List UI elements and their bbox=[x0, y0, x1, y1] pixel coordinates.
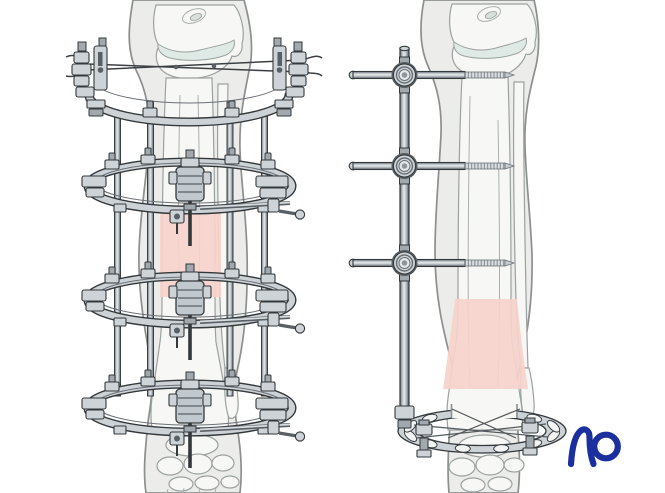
tibial-plateau-cartilage bbox=[157, 39, 235, 61]
ao-logo-letter-o bbox=[591, 431, 621, 462]
wire-tower-left bbox=[71, 37, 108, 117]
tibial-plateau-cartilage bbox=[453, 37, 527, 59]
pin-clamp-3 bbox=[391, 244, 418, 282]
schanz-screw-1 bbox=[348, 70, 516, 80]
foot-ring bbox=[397, 404, 567, 458]
figure-unilateral-fixator bbox=[348, 0, 567, 493]
ao-logo-letter-a bbox=[567, 426, 597, 468]
fracture-zone-highlight bbox=[443, 299, 528, 389]
tensioned-wires bbox=[65, 54, 323, 78]
intercondylar-notch bbox=[477, 6, 501, 22]
fixator-rod bbox=[394, 45, 415, 429]
schanz-screw-3 bbox=[348, 258, 516, 268]
ao-logo bbox=[567, 426, 621, 468]
pin-clamp-1 bbox=[391, 56, 418, 94]
foot-ring-bolt-right bbox=[521, 417, 539, 456]
wire-tower-right bbox=[272, 37, 309, 117]
schanz-screw-2 bbox=[348, 161, 516, 171]
pin-clamp-2 bbox=[391, 147, 418, 185]
figure-circular-fixator bbox=[65, 0, 323, 493]
foot-ring-bolt-left bbox=[415, 419, 433, 458]
pin-clamps bbox=[391, 56, 418, 282]
intercondylar-notch bbox=[182, 8, 206, 24]
rod-to-ring-clamp bbox=[394, 405, 415, 420]
